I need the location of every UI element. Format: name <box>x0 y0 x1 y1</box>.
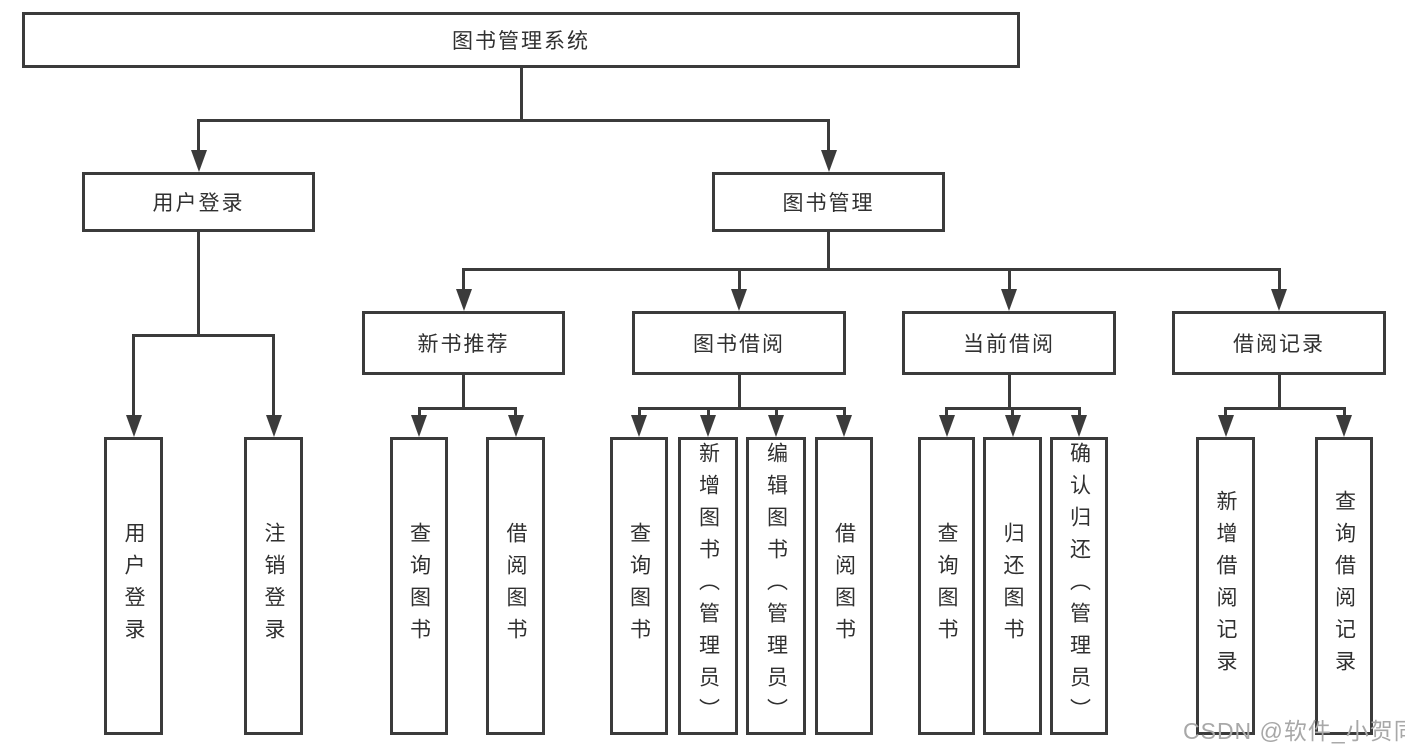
connector-line <box>1077 408 1081 417</box>
leaf-borrowing-query-books: 查询图书 <box>610 437 668 735</box>
connector-line <box>417 406 517 410</box>
leaf-logout: 注销登录 <box>244 437 303 735</box>
connector-line <box>462 375 465 410</box>
arrowhead-down-icon <box>1071 415 1087 437</box>
leaf-recommend-query-books: 查询图书 <box>390 437 448 735</box>
node-new-book-recommendation: 新书推荐 <box>362 311 565 375</box>
arrowhead-down-icon <box>265 415 282 437</box>
arrowhead-down-icon <box>455 289 472 311</box>
connector-line <box>1007 375 1011 410</box>
node-book-borrowing: 图书借阅 <box>632 311 846 375</box>
arrowhead-down-icon <box>938 415 955 437</box>
node-user-login: 用户登录 <box>82 172 315 232</box>
arrowhead-down-icon <box>1001 289 1017 311</box>
connector-line <box>417 408 421 417</box>
connector-line <box>197 118 830 122</box>
arrowhead-down-icon <box>1004 415 1021 437</box>
connector-line <box>842 408 846 417</box>
arrowhead-down-icon <box>820 150 837 172</box>
arrowhead-down-icon <box>1271 289 1287 311</box>
connector-line <box>774 408 778 417</box>
connector-line <box>1277 269 1281 291</box>
leaf-borrowing-add-books-admin: 新增图书（管理员） <box>678 437 738 735</box>
leaf-current-query-books: 查询图书 <box>918 437 975 735</box>
arrowhead-down-icon <box>700 415 716 437</box>
leaf-records-query-borrow-record: 查询借阅记录 <box>1315 437 1373 735</box>
connector-line <box>706 408 710 417</box>
connector-line <box>945 408 948 417</box>
arrowhead-down-icon <box>411 415 427 437</box>
arrowhead-down-icon <box>768 415 784 437</box>
arrowhead-down-icon <box>631 415 647 437</box>
connector-line <box>197 120 200 152</box>
connector-line <box>1342 408 1346 417</box>
connector-line <box>737 375 741 410</box>
connector-line <box>462 267 1281 271</box>
leaf-current-return-books: 归还图书 <box>983 437 1042 735</box>
connector-line <box>1277 375 1281 410</box>
leaf-current-confirm-return-admin: 确认归还（管理员） <box>1050 437 1108 735</box>
node-book-management: 图书管理 <box>712 172 945 232</box>
connector-line <box>519 68 523 120</box>
connector-line <box>272 335 275 417</box>
connector-line <box>827 232 830 269</box>
connector-line <box>462 269 465 291</box>
csdn-watermark: CSDN @软件_小贺同学 <box>1183 718 1405 744</box>
connector-line <box>637 406 846 410</box>
leaf-recommend-borrow-books: 借阅图书 <box>486 437 545 735</box>
arrowhead-down-icon <box>1217 415 1234 437</box>
node-borrowing-records: 借阅记录 <box>1172 311 1386 375</box>
arrowhead-down-icon <box>190 150 207 172</box>
connector-line <box>1224 406 1346 410</box>
connector-line <box>132 335 135 417</box>
leaf-borrowing-borrow-books: 借阅图书 <box>815 437 873 735</box>
connector-line <box>827 120 830 152</box>
leaf-borrowing-edit-books-admin: 编辑图书（管理员） <box>746 437 806 735</box>
arrowhead-down-icon <box>836 415 852 437</box>
connector-line <box>514 408 517 417</box>
arrowhead-down-icon <box>1336 415 1352 437</box>
connector-line <box>737 269 741 291</box>
node-current-borrowing: 当前借阅 <box>902 311 1116 375</box>
connector-line <box>132 333 275 337</box>
leaf-records-add-borrow-record: 新增借阅记录 <box>1196 437 1255 735</box>
leaf-user-login: 用户登录 <box>104 437 163 735</box>
node-library-management-system: 图书管理系统 <box>22 12 1020 68</box>
connector-line <box>1007 269 1011 291</box>
connector-line <box>1011 408 1014 417</box>
arrowhead-down-icon <box>507 415 524 437</box>
connector-line <box>637 408 641 417</box>
connector-line <box>945 406 1081 410</box>
arrowhead-down-icon <box>125 415 142 437</box>
connector-line <box>1224 408 1227 417</box>
arrowhead-down-icon <box>731 289 747 311</box>
connector-line <box>197 232 200 335</box>
